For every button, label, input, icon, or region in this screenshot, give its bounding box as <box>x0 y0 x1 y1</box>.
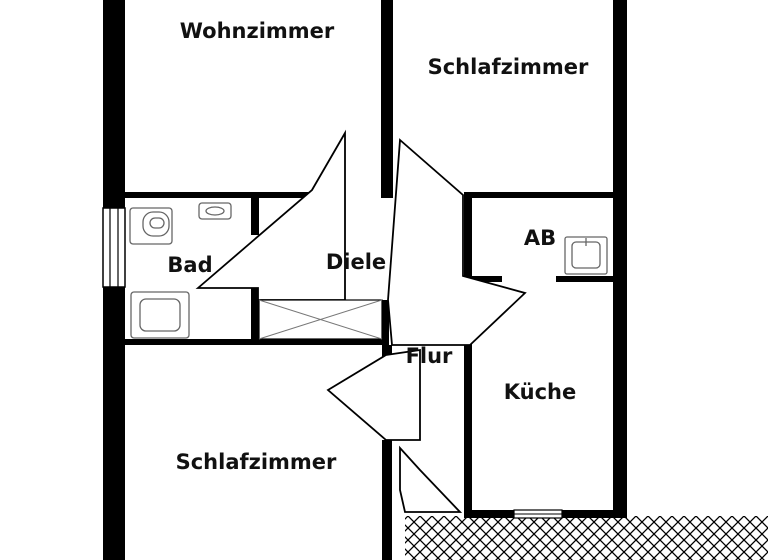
toilet-icon <box>129 207 173 245</box>
room-label-bedroom-top: Schlafzimmer <box>428 55 589 79</box>
wall-ab <box>464 196 615 516</box>
bathtub-icon <box>130 291 190 339</box>
terrace-hatch <box>405 516 768 560</box>
room-label-kitchen: Küche <box>504 380 577 404</box>
outer-wall-left <box>103 0 125 560</box>
wall-bath-right <box>251 197 259 345</box>
room-label-storage: AB <box>524 226 556 250</box>
wall-top-row <box>125 192 615 198</box>
room-label-bath: Bad <box>167 253 212 277</box>
room-label-bedroom-bottom: Schlafzimmer <box>176 450 337 474</box>
window-kitchen <box>513 509 563 519</box>
wall-bath-bottom <box>125 339 388 345</box>
wall-upper-center <box>381 0 393 194</box>
outer-wall-right <box>613 0 627 516</box>
wardrobe-cross <box>258 299 383 340</box>
room-label-corridor: Flur <box>406 344 453 368</box>
sink-icon <box>198 202 232 220</box>
washer-icon <box>564 236 608 275</box>
room-label-living: Wohnzimmer <box>180 19 335 43</box>
window-bath <box>102 207 126 288</box>
room-label-hall: Diele <box>326 250 386 274</box>
